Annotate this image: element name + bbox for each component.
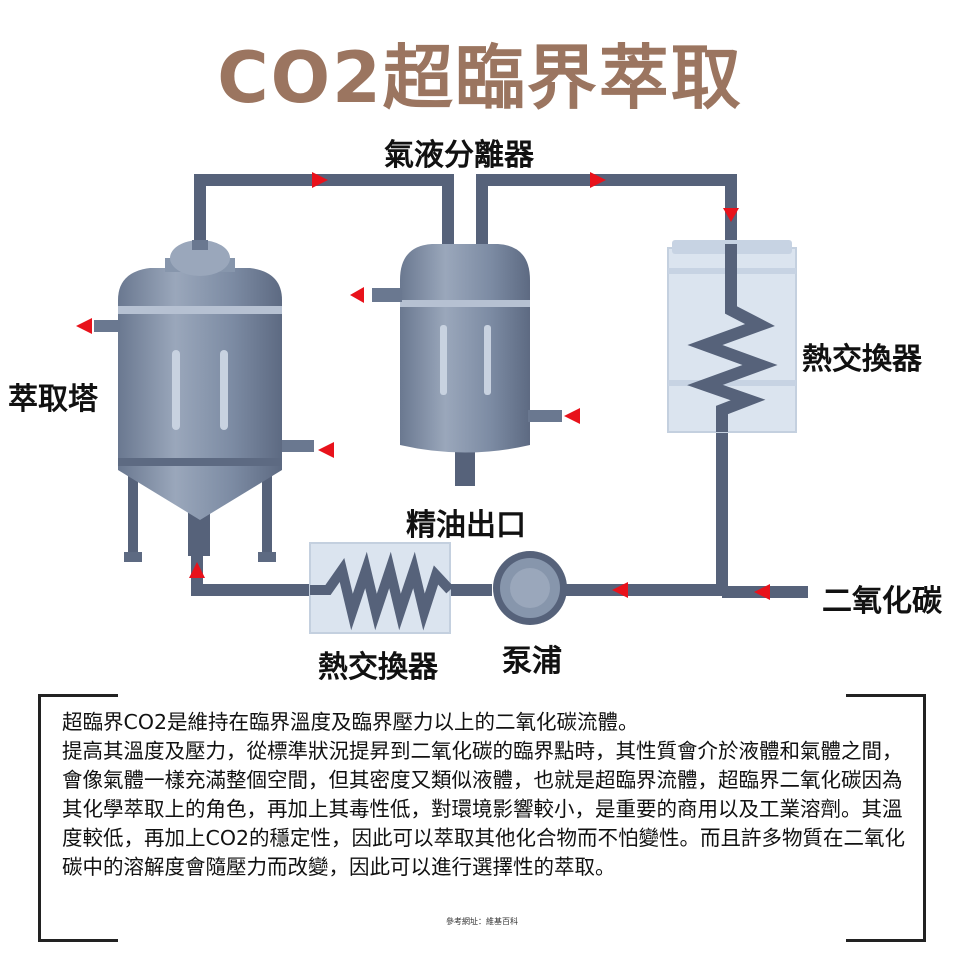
arrow-separator-side — [564, 408, 580, 424]
label-co2: 二氧化碳 — [822, 584, 942, 619]
arrow-tower-left — [76, 318, 92, 334]
gas-liquid-separator — [372, 244, 562, 486]
label-pump: 泵浦 — [502, 644, 562, 679]
description-box: 超臨界CO2是維持在臨界溫度及臨界壓力以上的二氧化碳流體。 提高其溫度及壓力，從… — [38, 694, 926, 942]
process-diagram — [76, 172, 808, 634]
bracket-left — [38, 694, 118, 942]
description-line-1: 超臨界CO2是維持在臨界溫度及臨界壓力以上的二氧化碳流體。 — [62, 710, 639, 734]
label-heat-exchanger-bottom: 熱交換器 — [318, 650, 438, 685]
pipe-exchanger-to-tower — [191, 545, 310, 596]
arrow-top-right — [590, 172, 606, 188]
arrow-co2-in — [754, 584, 770, 600]
arrow-down-exchanger — [723, 208, 739, 222]
arrow-top-left — [312, 172, 328, 188]
bracket-right — [846, 694, 926, 942]
pipe-tower-to-separator — [194, 174, 454, 250]
label-oil-outlet: 精油出口 — [406, 508, 526, 543]
label-extraction-tower: 萃取塔 — [8, 382, 98, 417]
reference-note: 參考網址：維基百科 — [446, 917, 518, 926]
heat-exchanger-right — [667, 240, 797, 433]
pipe-exchanger-to-pump — [540, 432, 728, 596]
description-line-2: 提高其溫度及壓力，從標準狀況提昇到二氧化碳的臨界點時，其性質會介於液體和氣體之間… — [62, 739, 905, 879]
flow-arrows — [76, 172, 770, 600]
extraction-tower — [94, 240, 314, 562]
arrow-tower-side — [318, 442, 334, 458]
arrow-separator-left — [350, 287, 364, 303]
pump — [493, 551, 567, 625]
pipes — [191, 174, 808, 598]
description-text: 超臨界CO2是維持在臨界溫度及臨界壓力以上的二氧化碳流體。 提高其溫度及壓力，從… — [62, 708, 912, 882]
pipe-separator-to-exchanger — [476, 174, 737, 245]
arrow-tower-up — [189, 562, 205, 578]
label-heat-exchanger-right: 熱交換器 — [802, 342, 922, 377]
heat-exchanger-bottom — [309, 542, 454, 634]
page-title: CO2超臨界萃取 — [217, 37, 743, 119]
label-separator: 氣液分離器 — [384, 138, 534, 173]
arrow-pipe-left — [612, 582, 628, 598]
